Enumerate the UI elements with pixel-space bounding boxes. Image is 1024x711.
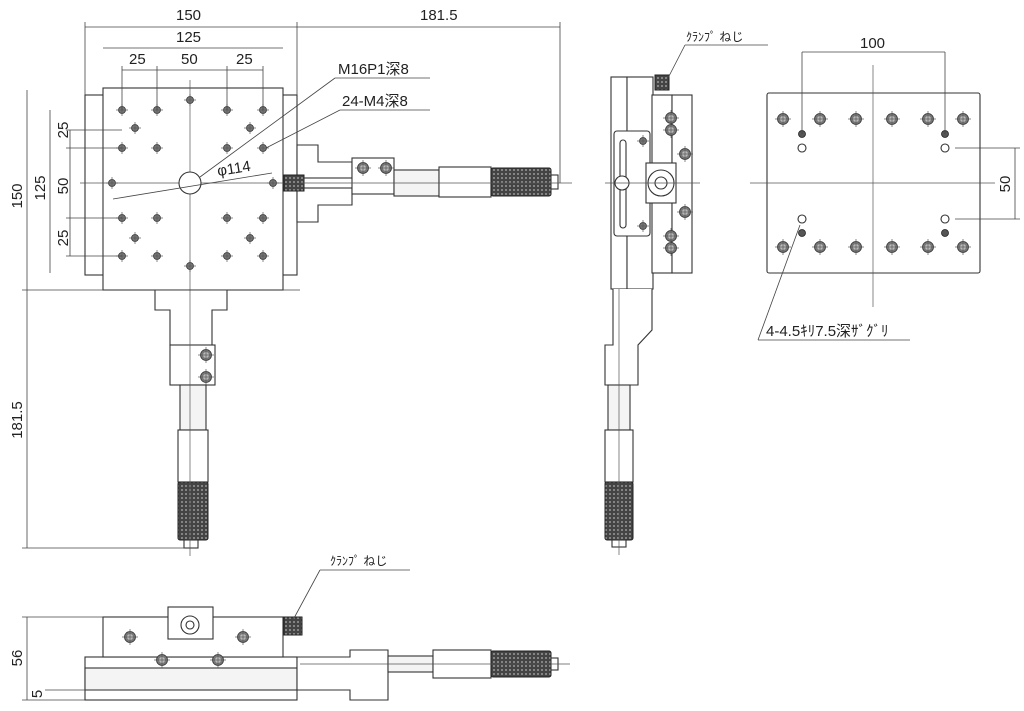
dim-pitch-right: 25 (236, 51, 253, 68)
dim-pitch-v-bottom: 25 (55, 230, 72, 247)
dim-width-outer: 150 (176, 7, 201, 24)
dim-height-outer: 150 (9, 183, 26, 208)
bottom-view: 100 50 4-4.5ｷﾘ7.5深ｻﾞｸﾞﾘ (750, 35, 1020, 341)
dim-pitch-v-top: 25 (55, 122, 72, 139)
callout-clamp-side: ｸﾗﾝﾌﾟ ねじ (686, 30, 743, 44)
x-micrometer (283, 144, 572, 223)
dim-pitch-v-center: 50 (55, 178, 72, 195)
dim-width-inner: 125 (176, 29, 201, 46)
dim-front-offset: 5 (29, 690, 46, 698)
y-micrometer (154, 289, 228, 556)
dim-diameter: φ114 (216, 158, 252, 180)
dim-pitch-left: 25 (129, 51, 146, 68)
dim-micrometer-y: 181.5 (9, 401, 26, 439)
top-view: 150 125 25 50 25 181.5 M16P1深8 24-M4深8 φ… (9, 7, 572, 556)
callout-center-hole: M16P1深8 (338, 61, 409, 78)
dim-front-height: 56 (9, 650, 26, 667)
callout-clamp-front: ｸﾗﾝﾌﾟ ねじ (330, 554, 387, 568)
dim-bottom-width: 100 (860, 35, 885, 52)
top-dimensions (22, 22, 561, 549)
center-hole (178, 171, 202, 195)
callout-bottom-holes: 4-4.5ｷﾘ7.5深ｻﾞｸﾞﾘ (766, 323, 889, 340)
dim-pitch-center: 50 (181, 51, 198, 68)
dim-micrometer-x: 181.5 (420, 7, 458, 24)
dim-bottom-height: 50 (997, 176, 1014, 193)
callout-tapped-holes: 24-M4深8 (342, 93, 408, 110)
dim-height-inner: 125 (32, 175, 49, 200)
front-view: ｸﾗﾝﾌﾟ ねじ 56 5 (9, 554, 570, 701)
side-view: ｸﾗﾝﾌﾟ ねじ (604, 30, 768, 555)
